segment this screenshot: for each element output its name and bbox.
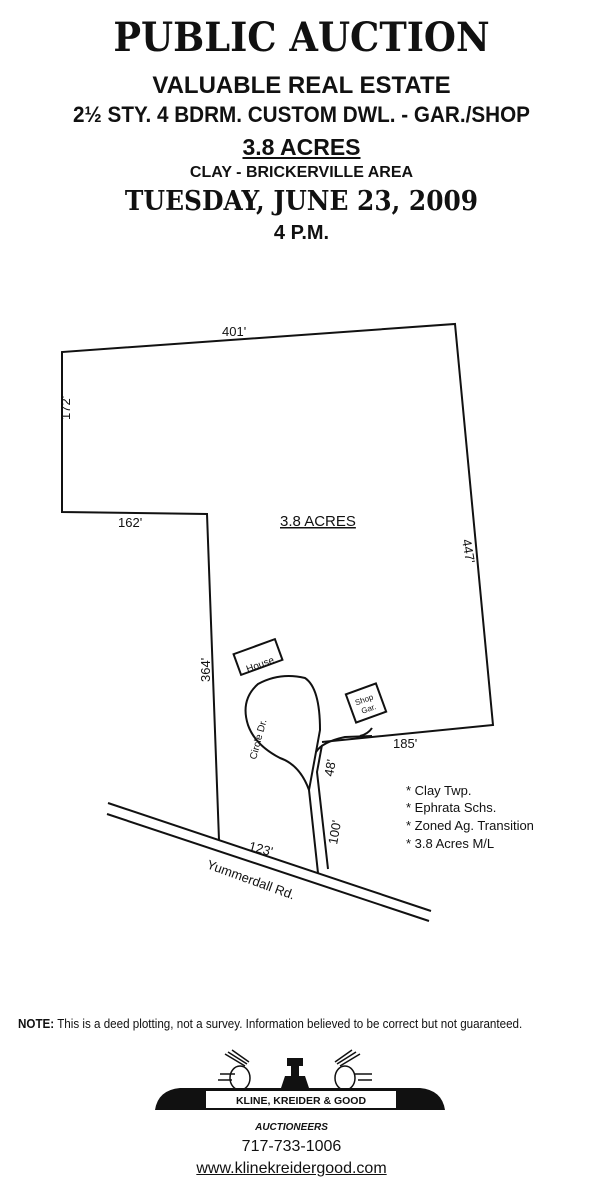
note-text: This is a deed plotting, not a survey. I… [54, 1017, 523, 1031]
property-description: 2½ STY. 4 BDRM. CUSTOM DWL. - GAR./SHOP [73, 102, 530, 127]
dim-left: 172' [58, 396, 73, 420]
circle-drive-label: Circle Dr. [248, 718, 269, 761]
house-box [232, 637, 284, 677]
dim-inner-left: 364' [198, 658, 213, 682]
house-label: House [245, 655, 276, 675]
dim-road-frontage: 123' [247, 838, 274, 859]
note-label: NOTE: [18, 1017, 55, 1031]
subtitle: VALUABLE REAL ESTATE [152, 72, 451, 99]
deed-plot-map: 401' 172' 162' 364' 447' 185' 48' 100' 1… [58, 322, 534, 922]
website-link[interactable]: www.klinekreidergood.com [196, 1160, 387, 1177]
dim-drive-upper: 48' [321, 758, 339, 777]
auction-time: 4 P.M. [273, 222, 330, 244]
company-logo: KLINE, KREIDER & GOOD [155, 1049, 445, 1110]
company-type: AUCTIONEERS [255, 1122, 328, 1133]
area-label: CLAY - BRICKERVILLE AREA [189, 164, 414, 181]
circle-drive [244, 675, 322, 791]
acreage-heading: 3.8 ACRES [242, 134, 361, 160]
auction-title: PUBLIC AUCTION [113, 14, 490, 61]
road-edge-north [107, 802, 432, 912]
acreage-label: 3.8 ACRES [280, 513, 356, 530]
feature-item: * Zoned Ag. Transition [406, 818, 534, 833]
dim-drive-lower: 100' [325, 819, 344, 845]
dim-inner-top: 162' [118, 515, 142, 530]
feature-item: * Ephrata Schs. [406, 800, 496, 815]
dim-right: 447' [459, 538, 478, 564]
dim-top: 401' [222, 324, 246, 339]
feature-item: * Clay Twp. [406, 783, 472, 798]
disclaimer-note: NOTE: This is a deed plotting, not a sur… [18, 1017, 522, 1031]
auction-date: TUESDAY, JUNE 23, 2009 [124, 186, 479, 217]
driveway [307, 735, 373, 874]
shop-garage-box [344, 682, 388, 724]
property-boundary [61, 322, 495, 841]
company-name: KLINE, KREIDER & GOOD [236, 1095, 367, 1107]
dim-bottom-right: 185' [393, 736, 417, 751]
gavel-hands-icon [218, 1049, 372, 1091]
phone-number: 717-733-1006 [241, 1138, 342, 1155]
feature-item: * 3.8 Acres M/L [406, 836, 494, 851]
shop-spur [359, 727, 373, 737]
road-label: Yummerdall Rd. [205, 857, 297, 903]
anvil-icon [281, 1058, 309, 1088]
road-edge-south [106, 813, 430, 922]
